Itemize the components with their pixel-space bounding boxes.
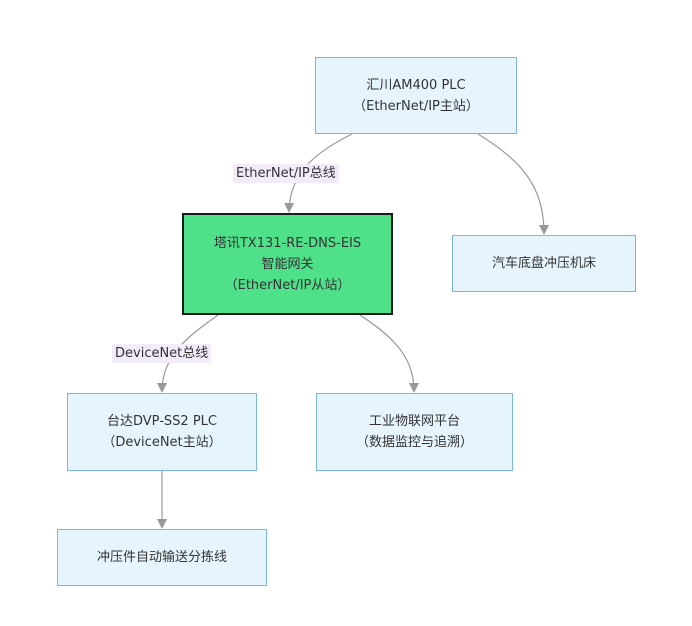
plc-master-name: 汇川AM400 PLC [366, 77, 466, 93]
plc-master-role: （EtherNet/IP主站） [353, 98, 479, 114]
edge-plc-to-stamping-machine [477, 133, 549, 235]
plc-master-node: 汇川AM400 PLC （EtherNet/IP主站） [315, 57, 517, 134]
gateway-type: 智能网关 [261, 256, 314, 272]
iot-platform-node: 工业物联网平台 （数据监控与追溯） [316, 393, 513, 471]
sorting-line-name: 冲压件自动输送分拣线 [96, 550, 227, 565]
ethernet-bus-label: EtherNet/IP总线 [233, 164, 339, 183]
edge-gateway-to-iot-platform [359, 314, 419, 393]
gateway-node: 塔讯TX131-RE-DNS-EIS 智能网关 （EtherNet/IP从站） [182, 213, 393, 315]
iot-platform-desc: （数据监控与追溯） [355, 435, 473, 450]
devicenet-bus-label: DeviceNet总线 [112, 344, 212, 363]
gateway-role: （EtherNet/IP从站） [224, 277, 351, 293]
stamping-machine-node: 汽车底盘冲压机床 [452, 235, 636, 292]
gateway-model: 塔讯TX131-RE-DNS-EIS [213, 235, 362, 251]
delta-plc-name: 台达DVP-SS2 PLC [107, 414, 217, 429]
delta-plc-role: （DeviceNet主站） [102, 435, 222, 450]
edge-plc-to-gateway [284, 133, 353, 213]
sorting-line-node: 冲压件自动输送分拣线 [57, 529, 267, 586]
iot-platform-name: 工业物联网平台 [368, 414, 460, 429]
stamping-machine-name: 汽车底盘冲压机床 [491, 256, 596, 271]
delta-plc-node: 台达DVP-SS2 PLC （DeviceNet主站） [67, 393, 257, 471]
